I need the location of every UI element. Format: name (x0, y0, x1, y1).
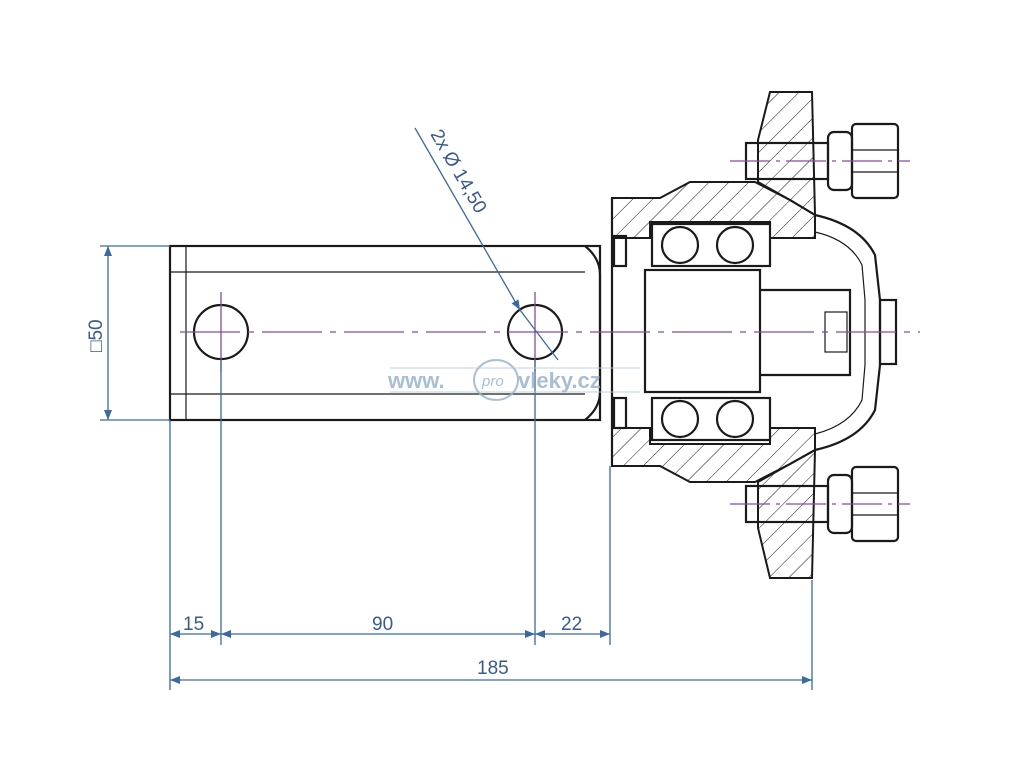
watermark: www. pro vleky.cz (387, 359, 640, 401)
watermark-pro-badge (473, 359, 519, 401)
dim-15: 15 (183, 614, 204, 635)
dim-185: 185 (477, 658, 509, 679)
hub-housing-upper (611, 181, 816, 239)
bearing-upper (650, 222, 772, 268)
dim-square-50: □50 (86, 319, 107, 352)
flange-lug-lower (757, 448, 817, 579)
watermark-domain: vleky.cz (518, 368, 601, 393)
bearing-lower (650, 396, 772, 442)
dim-22: 22 (561, 614, 582, 635)
watermark-pro: pro (481, 373, 504, 390)
spindle-arm (168, 244, 602, 422)
flange-lug-upper (757, 91, 817, 217)
center-lines (180, 160, 920, 505)
watermark-www: www. (387, 368, 445, 393)
dim-90: 90 (372, 614, 393, 635)
hub-housing-lower (611, 427, 816, 483)
dimension-lines (100, 127, 813, 690)
